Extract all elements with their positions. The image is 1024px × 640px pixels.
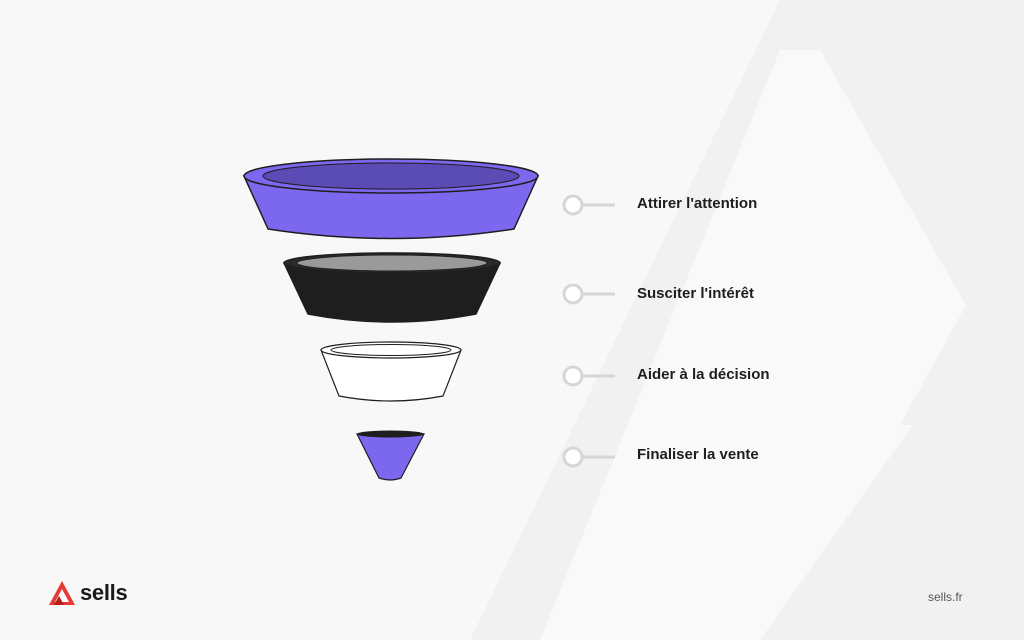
stage-2-connector-icon [562, 283, 615, 305]
brand-name: sells [80, 580, 128, 605]
funnel-stage-1 [242, 158, 540, 240]
stage-4-connector-icon [562, 446, 615, 468]
stage-1-label: Attirer l'attention [637, 195, 758, 212]
stage-3-connector-icon [562, 365, 615, 387]
sells-logo-icon [49, 581, 75, 605]
funnel-stage-4 [356, 430, 425, 481]
funnel-stage-2 [282, 252, 502, 323]
stage-4-label: Finaliser la vente [637, 446, 759, 463]
stage-2-label: Susciter l'intérêt [637, 285, 754, 302]
stage-1-connector-icon [562, 194, 615, 216]
stage-3-label: Aider à la décision [637, 366, 770, 383]
site-url[interactable]: sells.fr [928, 590, 963, 604]
brand-logo[interactable]: sells [48, 580, 128, 606]
funnel-stage-3 [320, 341, 462, 402]
